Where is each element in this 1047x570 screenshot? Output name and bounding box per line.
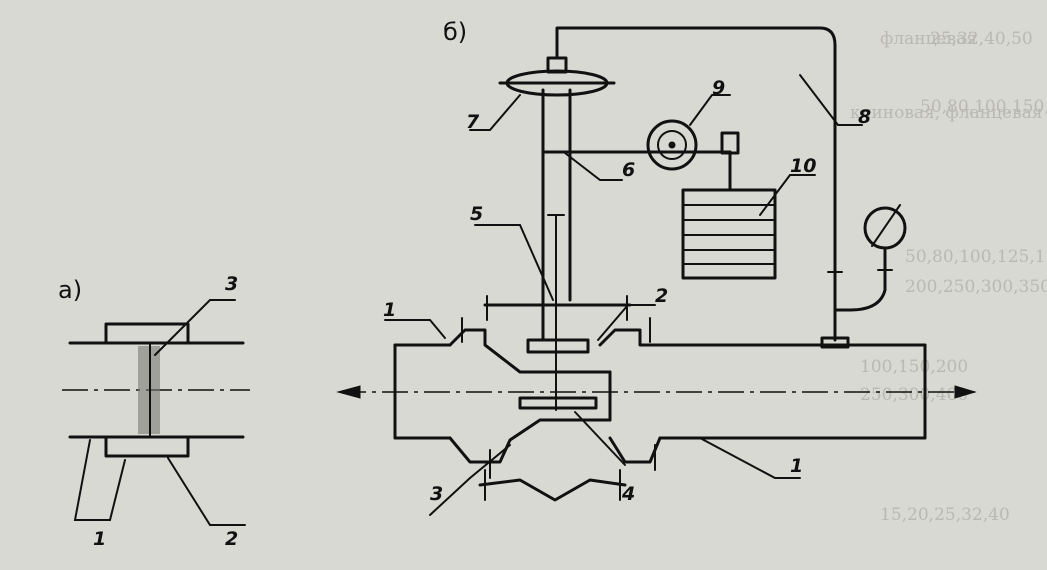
part-label-b-1-bottom: 1 xyxy=(790,455,803,477)
pulley-wheel xyxy=(646,119,698,171)
manometer-line xyxy=(833,248,887,312)
leader-a-2 xyxy=(167,457,246,526)
ghost-text-9: 15,20,25,32,40 xyxy=(880,505,1010,525)
body-outlet-upper xyxy=(598,328,657,347)
part-label-b-4: 4 xyxy=(621,483,635,505)
ghost-text-1: фланцевая xyxy=(880,29,977,49)
lever-end-block xyxy=(720,131,740,155)
panel-a-label: а) xyxy=(58,276,82,304)
part-label-a-2: 2 xyxy=(225,528,238,550)
leader-b-2 xyxy=(597,304,656,341)
leader-a-3 xyxy=(154,299,236,356)
leader-b-6 xyxy=(564,152,623,181)
leader-b-8 xyxy=(799,74,863,126)
ghost-text-6: 200,250,300,350,400 xyxy=(905,277,1047,297)
impulse-line xyxy=(555,26,837,342)
leader-b-10 xyxy=(759,174,816,216)
part-label-b-2: 2 xyxy=(655,285,668,307)
valve-plug-lower xyxy=(518,396,598,410)
leader-b-4 xyxy=(574,411,626,466)
flow-arrow-out-icon xyxy=(954,385,977,399)
manometer-gauge-icon xyxy=(863,206,907,250)
leader-b-5 xyxy=(474,224,554,301)
leader-b-1-bottom xyxy=(699,437,801,479)
sleeve-top xyxy=(104,322,190,345)
pulley-inner xyxy=(657,130,687,160)
pulley-hub xyxy=(668,141,676,149)
leader-b-9 xyxy=(689,94,731,126)
ghost-text-3: клиновая, фланцевая xyxy=(850,103,1043,123)
flow-arrow-in-icon xyxy=(336,385,361,399)
part-label-b-3: 3 xyxy=(430,483,443,505)
panel-b-regulator-valve: б) xyxy=(336,18,977,516)
ghost-text-7: 100,150,200 xyxy=(860,357,968,377)
impulse-tap xyxy=(820,336,850,349)
part-label-b-7: 7 xyxy=(466,111,480,133)
ghost-text-2: 25,32,40,50 xyxy=(930,29,1033,49)
valve-plug-upper xyxy=(526,338,590,354)
ghost-text-5: 50,80,100,125,150 xyxy=(905,247,1047,267)
body-inlet-lower xyxy=(448,418,612,464)
part-label-b-10: 10 xyxy=(790,155,816,177)
panel-a-coupling: а) 3 1 2 xyxy=(58,273,250,550)
part-label-b-5: 5 xyxy=(470,203,483,225)
panel-b-label: б) xyxy=(443,18,467,46)
part-label-b-6: 6 xyxy=(622,159,635,181)
leader-b-3 xyxy=(429,444,511,516)
part-label-a-1: 1 xyxy=(93,528,106,550)
part-label-a-3: 3 xyxy=(225,273,238,295)
ghost-text-4: 50,80,100,150,200 xyxy=(920,97,1047,117)
part-label-b-9: 9 xyxy=(712,77,725,99)
manometer-needle xyxy=(871,204,901,247)
leader-b-7 xyxy=(469,94,521,131)
background-bleed-text: фланцевая 25,32,40,50 клиновая, фланцева… xyxy=(850,29,1047,525)
leader-b-1-top xyxy=(384,319,446,339)
leader-a-1 xyxy=(73,439,126,521)
part-label-b-1-top: 1 xyxy=(383,299,396,321)
bottom-cover xyxy=(478,478,627,502)
counterweight-stack-lines xyxy=(682,204,776,265)
sleeve-bottom xyxy=(104,435,190,458)
part-label-b-8: 8 xyxy=(858,106,871,128)
ghost-text-8: 250,300,400 xyxy=(860,385,968,405)
